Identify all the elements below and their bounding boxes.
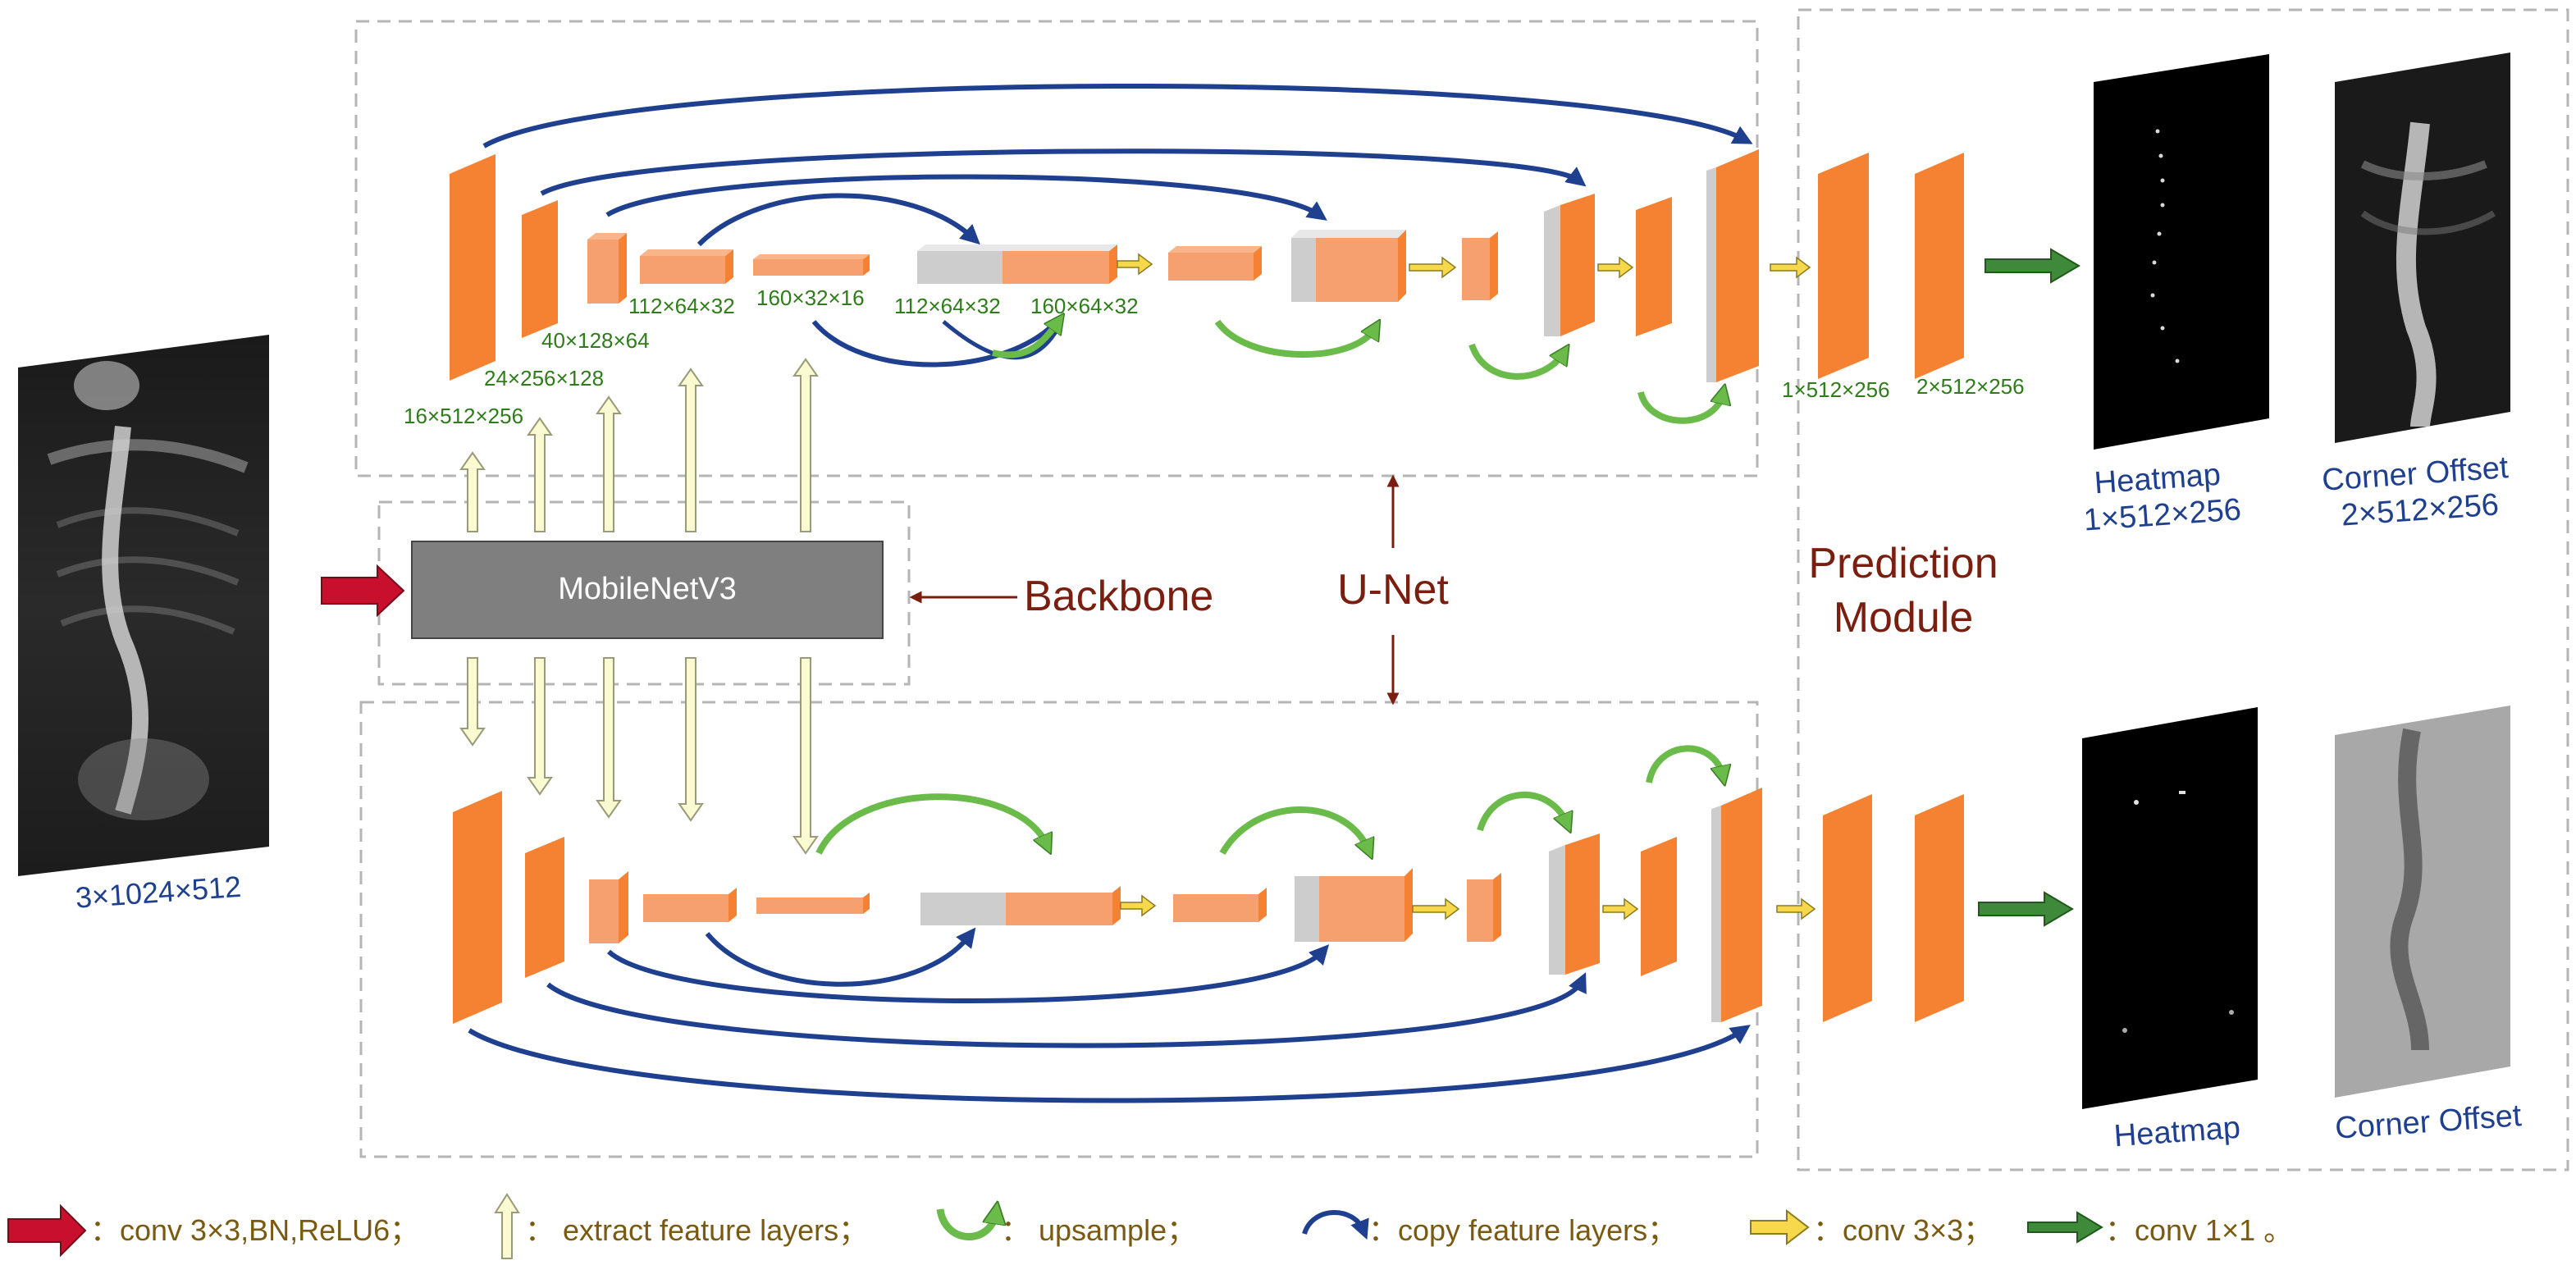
mobilenetv3-box xyxy=(411,541,884,639)
heatmap-bottom-label: Heatmap xyxy=(2112,1111,2241,1154)
extract-arrows-up xyxy=(459,358,819,532)
dim-112x64x32-b: 112×64×32 xyxy=(894,294,1001,318)
input-dims-label: 3×1024×512 xyxy=(75,870,243,915)
legend-yellow-arrow-icon xyxy=(1750,1208,1810,1246)
top-unet-blocks xyxy=(450,149,1964,382)
input-conv-arrow xyxy=(321,564,405,618)
prediction-region xyxy=(1797,8,2569,1171)
legend-copy: ：copy feature layers； xyxy=(1302,1210,1677,1247)
legend-conv3-text: ：conv 3×3； xyxy=(1813,1213,1993,1247)
legend-upsample: ： upsample； xyxy=(936,1209,1196,1247)
top-conv3-arrows xyxy=(1117,253,1811,279)
top-copy-arcs xyxy=(482,84,1753,368)
enc-block-3 xyxy=(587,240,619,304)
bottom-copy-arcs xyxy=(468,927,1751,1103)
top-dimension-labels: 16×512×256 24×256×128 40×128×64 112×64×3… xyxy=(404,285,2025,428)
legend-blue-arc-icon xyxy=(1302,1210,1369,1240)
heatmap-bottom-image xyxy=(2082,707,2258,1109)
heatmap-top-image xyxy=(2094,54,2269,450)
bottom-upsample-arcs xyxy=(815,745,1723,853)
top-conv1-arrow xyxy=(1985,248,2080,284)
input-xray-image xyxy=(18,335,269,876)
legend-conv1-text: ：conv 1×1 。 xyxy=(2105,1213,2293,1247)
mobilenetv3-label: MobileNetV3 xyxy=(558,572,737,606)
corner-offset-bottom-image xyxy=(2335,706,2510,1098)
legend-extract: ： extract feature layers； xyxy=(494,1193,868,1259)
legend-extract-text: ： extract feature layers； xyxy=(525,1213,868,1247)
legend-pale-arrow-icon xyxy=(494,1193,520,1259)
legend-conv-bn-text: ：conv 3×3,BN,ReLU6； xyxy=(90,1213,419,1247)
bottom-conv1-arrow xyxy=(1978,891,2074,927)
bottom-conv3-arrows xyxy=(1120,894,1816,920)
backbone-label: Backbone xyxy=(1024,573,1213,620)
top-upsample-arcs xyxy=(942,322,1723,424)
dim-112x64x32-a: 112×64×32 xyxy=(628,294,735,318)
legend: ：conv 3×3,BN,ReLU6； ： extract feature la… xyxy=(7,1193,2293,1259)
legend-upsample-text: ： upsample； xyxy=(1001,1213,1196,1247)
legend-conv1: ：conv 1×1 。 xyxy=(2027,1211,2293,1247)
bottom-unet-region xyxy=(359,701,1759,1158)
prediction-label-line1: Prediction xyxy=(1808,540,1998,587)
legend-red-arrow-icon xyxy=(7,1203,87,1258)
corner-offset-top-image xyxy=(2335,53,2510,443)
dim-1x512x256: 1×512×256 xyxy=(1782,377,1890,402)
legend-green-arrow-icon xyxy=(2027,1211,2103,1244)
dim-2x512x256: 2×512×256 xyxy=(1916,374,2025,399)
dim-24x256x128: 24×256×128 xyxy=(484,366,604,390)
legend-conv3: ：conv 3×3； xyxy=(1750,1208,1993,1247)
legend-conv-bn: ：conv 3×3,BN,ReLU6； xyxy=(7,1203,419,1258)
dim-40x128x64: 40×128×64 xyxy=(541,328,650,353)
bottom-unet-blocks xyxy=(453,788,1964,1024)
extract-arrows-down xyxy=(459,657,819,855)
dim-16x512x256: 16×512×256 xyxy=(404,404,523,428)
heatmap-top-label: Heatmap xyxy=(2093,458,2222,501)
legend-green-arc-icon xyxy=(936,1209,996,1240)
unet-label: U-Net xyxy=(1337,566,1449,614)
dim-160x32x16: 160×32×16 xyxy=(756,285,865,310)
dim-160x64x32: 160×64×32 xyxy=(1030,294,1139,318)
prediction-label-line2: Module xyxy=(1834,594,1974,642)
legend-copy-text: ：copy feature layers； xyxy=(1368,1213,1677,1247)
corner-offset-bottom-label: Corner Offset xyxy=(2334,1098,2523,1146)
